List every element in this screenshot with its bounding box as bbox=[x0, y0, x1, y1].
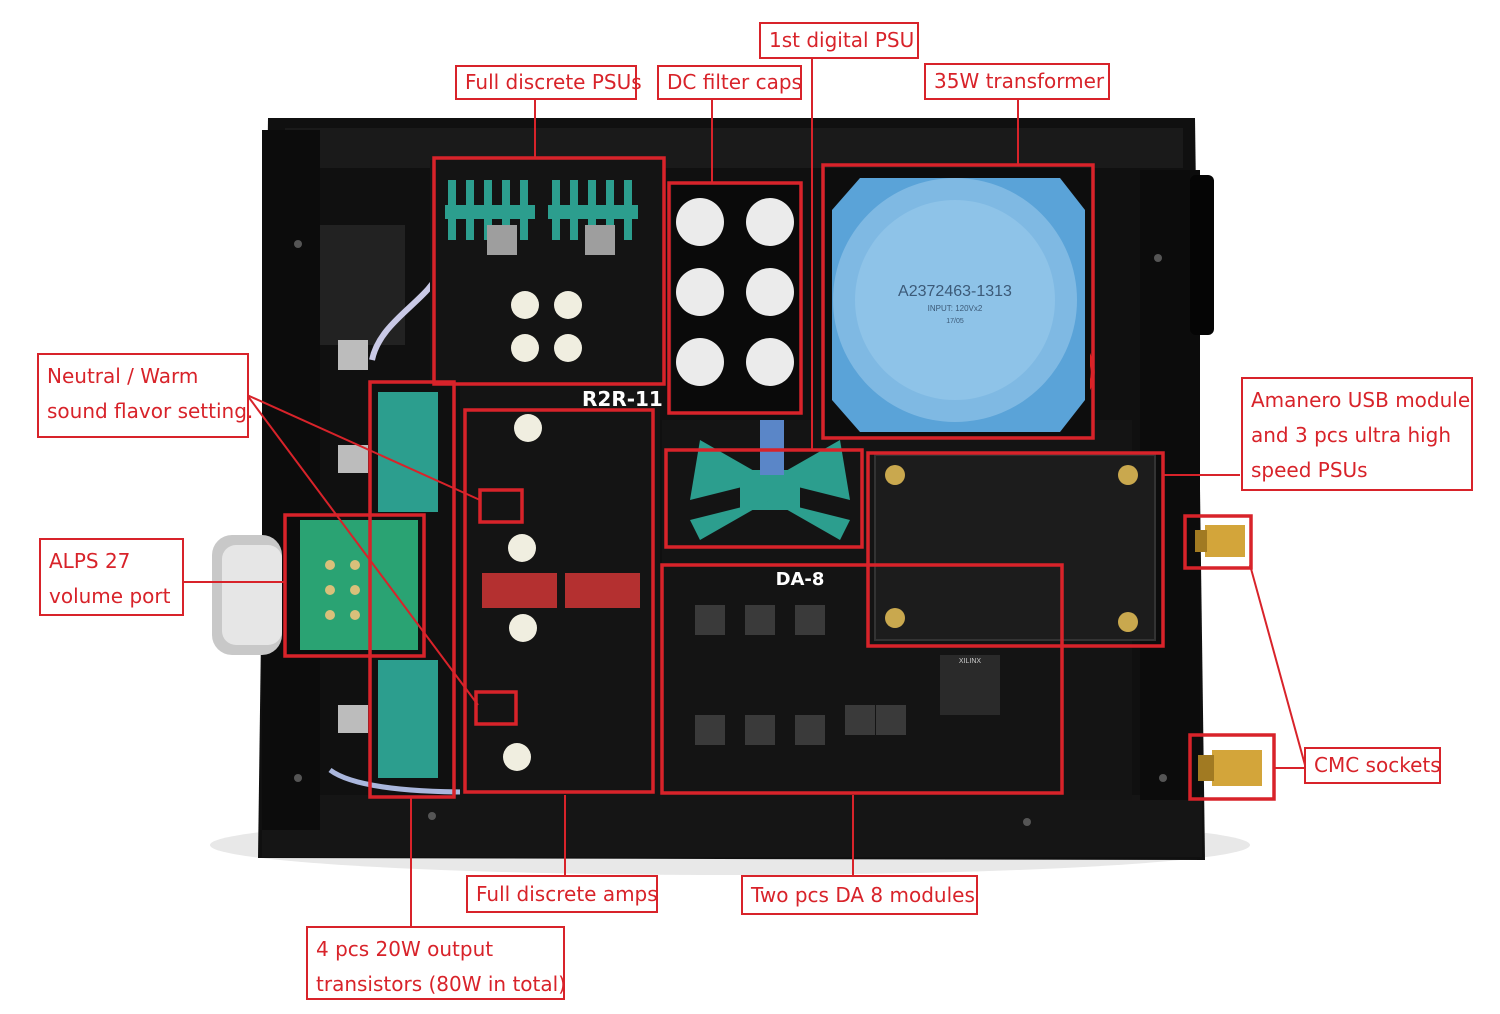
label-output-transistors: 4 pcs 20W output transistors (80W in tot… bbox=[306, 926, 566, 1000]
alps-pot-board bbox=[300, 520, 418, 650]
label-text: Full discrete amps bbox=[476, 881, 658, 906]
box-alps bbox=[283, 513, 426, 658]
amp-components bbox=[482, 414, 640, 771]
amanero-module bbox=[874, 454, 1156, 641]
amp-board-silkscreen: R2R-11 bbox=[582, 387, 663, 411]
label-text-line: sound flavor setting. bbox=[47, 399, 254, 423]
jack-contact bbox=[338, 705, 368, 733]
box-flavor-switch-upper bbox=[478, 488, 524, 524]
transformer-date-code: 17/05 bbox=[946, 318, 964, 325]
label-full-discrete-psus: Full discrete PSUs bbox=[455, 65, 642, 100]
label-amanero: Amanero USB module and 3 pcs ultra high … bbox=[1241, 377, 1473, 491]
regulator bbox=[487, 225, 517, 255]
volume-knob bbox=[212, 535, 282, 655]
digital-psu-heatsink bbox=[690, 440, 850, 540]
label-text: 1st digital PSU bbox=[769, 28, 915, 52]
label-dc-filter-caps: DC filter caps bbox=[657, 65, 802, 100]
jack-contact bbox=[338, 340, 368, 370]
psu-heatsinks bbox=[445, 180, 638, 240]
label-cmc-sockets: CMC sockets bbox=[1304, 747, 1441, 784]
fpga-brand: XILINX bbox=[959, 658, 982, 665]
box-output-transistors bbox=[368, 380, 456, 799]
label-text-line: transistors (80W in total) bbox=[316, 972, 566, 996]
label-full-discrete-amps: Full discrete amps bbox=[466, 875, 658, 913]
cmc-connectors bbox=[1195, 525, 1262, 786]
box-da8 bbox=[660, 563, 1064, 795]
label-text-line: and 3 pcs ultra high bbox=[1251, 423, 1452, 447]
toroidal-transformer bbox=[825, 168, 1090, 436]
ribbon-wire bbox=[328, 767, 471, 795]
regulator bbox=[585, 225, 615, 255]
box-amanero bbox=[866, 451, 1165, 648]
transformer-input-rating: INPUT: 120Vx2 bbox=[928, 304, 983, 313]
box-full-discrete-psus bbox=[432, 156, 666, 386]
label-first-digital-psu: 1st digital PSU bbox=[759, 22, 919, 59]
callout-lines bbox=[182, 57, 1306, 928]
label-transformer: 35W transformer bbox=[924, 63, 1110, 100]
highlight-boxes bbox=[283, 156, 1276, 801]
filter-capacitors bbox=[672, 185, 800, 413]
dac-board-silkscreen: DA-8 bbox=[776, 569, 825, 590]
label-sound-flavor: Neutral / Warm sound flavor setting. bbox=[37, 353, 254, 438]
label-text-line: Neutral / Warm bbox=[47, 364, 199, 388]
box-flavor-switch-lower bbox=[474, 690, 518, 726]
box-digital-psu bbox=[664, 448, 864, 549]
label-text-line: ALPS 27 bbox=[49, 549, 131, 573]
label-text-line: volume port bbox=[49, 584, 171, 608]
psu-capacitors bbox=[511, 291, 582, 362]
label-alps: ALPS 27 volume port bbox=[39, 538, 184, 616]
jack-contact bbox=[338, 445, 368, 473]
label-da8-modules: Two pcs DA 8 modules bbox=[741, 875, 978, 915]
transformer-part-number: A2372463-1313 bbox=[898, 283, 1012, 300]
resistor-pack bbox=[760, 420, 784, 475]
da8-chips bbox=[695, 605, 1000, 745]
box-discrete-amps bbox=[463, 408, 655, 794]
box-transformer bbox=[821, 163, 1095, 440]
box-cmc-lower bbox=[1188, 733, 1276, 801]
label-text: Two pcs DA 8 modules bbox=[751, 882, 975, 907]
label-text-line: Amanero USB module bbox=[1251, 388, 1471, 412]
label-text: 35W transformer bbox=[934, 69, 1105, 93]
label-text: Full discrete PSUs bbox=[465, 70, 642, 94]
label-text-line: 4 pcs 20W output bbox=[316, 937, 494, 961]
box-dc-filter-caps bbox=[667, 181, 803, 415]
label-text-line: speed PSUs bbox=[1251, 458, 1368, 482]
label-text: DC filter caps bbox=[667, 70, 802, 94]
output-heatsinks bbox=[378, 392, 438, 778]
box-cmc-upper bbox=[1183, 514, 1253, 570]
label-text: CMC sockets bbox=[1314, 753, 1441, 777]
